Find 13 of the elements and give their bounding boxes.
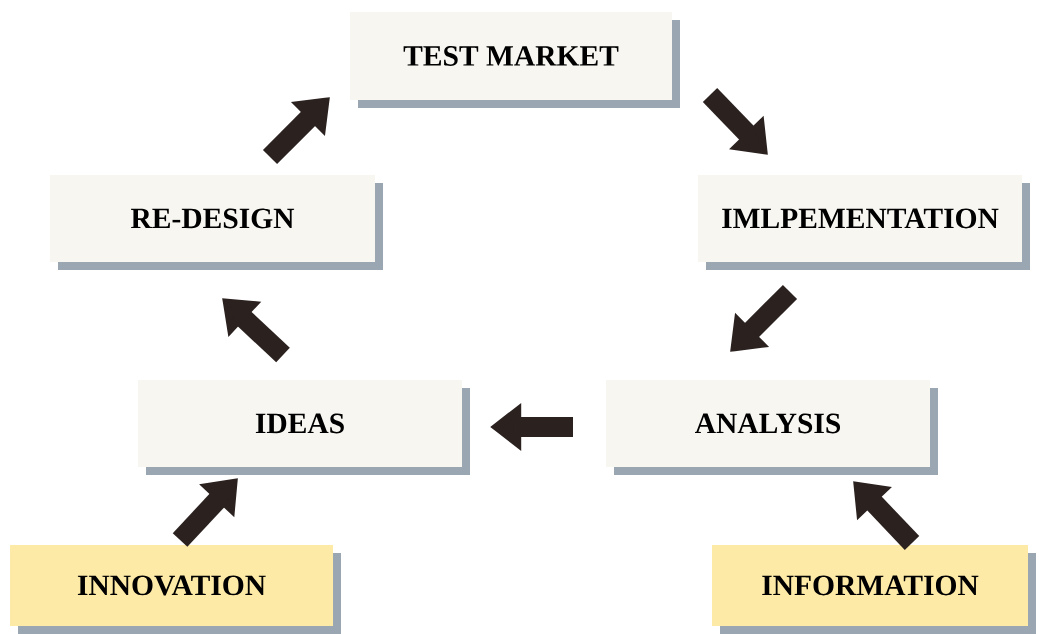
arrow bbox=[853, 481, 920, 550]
arrow bbox=[730, 284, 798, 352]
process-box: RE-DESIGN bbox=[50, 174, 383, 270]
process-box: INFORMATION bbox=[712, 544, 1036, 634]
process-box: TEST MARKET bbox=[350, 12, 680, 108]
arrow bbox=[262, 97, 330, 165]
process-box: IDEAS bbox=[138, 379, 470, 475]
arrow bbox=[222, 298, 290, 363]
process-box: IMLPEMENTATION bbox=[698, 174, 1030, 270]
arrow bbox=[172, 478, 238, 547]
process-box: INNOVATION bbox=[10, 544, 341, 634]
process-box: ANALYSIS bbox=[606, 379, 938, 475]
arrow bbox=[702, 88, 768, 155]
